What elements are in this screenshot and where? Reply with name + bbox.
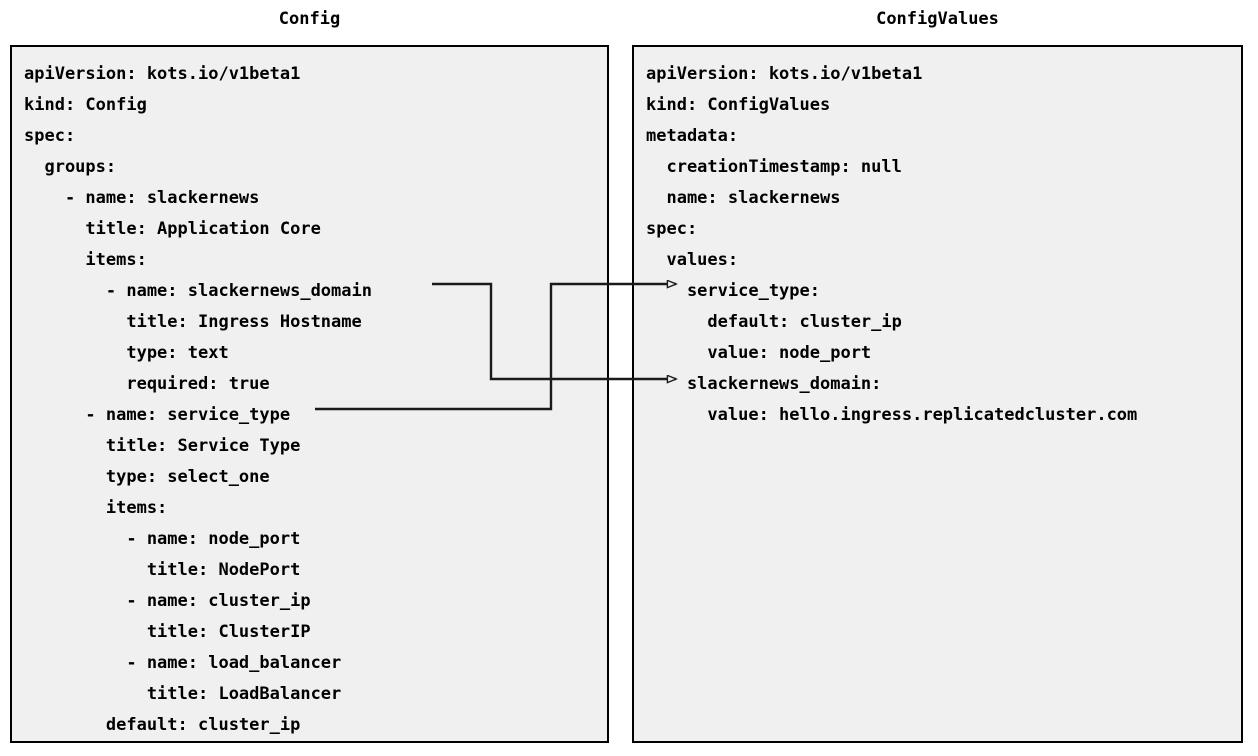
left-yaml-line-16: title: NodePort bbox=[24, 560, 301, 580]
left-yaml-line-5: title: Application Core bbox=[24, 219, 321, 239]
right-yaml-line-5: spec: bbox=[646, 219, 698, 239]
right-yaml-line-8: default: cluster_ip bbox=[646, 312, 902, 332]
right-panel-configvalues: apiVersion: kots.io/v1beta1 kind: ConfigV… bbox=[632, 45, 1243, 743]
right-yaml-line-10: slackernews_domain: bbox=[646, 374, 882, 394]
left-yaml-line-14: items: bbox=[24, 498, 168, 518]
right-yaml-line-6: values: bbox=[646, 250, 739, 270]
right-yaml-line-7: service_type: bbox=[646, 281, 820, 301]
right-yaml-line-11: value: hello.ingress.replicatedcluster.c… bbox=[646, 405, 1138, 425]
left-yaml-line-17: - name: cluster_ip bbox=[24, 591, 311, 611]
right-yaml-line-2: metadata: bbox=[646, 126, 739, 146]
left-yaml-line-20: title: LoadBalancer bbox=[24, 684, 342, 704]
left-yaml-line-18: title: ClusterIP bbox=[24, 622, 311, 642]
left-panel-yaml-code: apiVersion: kots.io/v1beta1 kind: Config s… bbox=[12, 47, 372, 741]
right-yaml-line-3: creationTimestamp: null bbox=[646, 157, 902, 177]
left-yaml-line-15: - name: node_port bbox=[24, 529, 301, 549]
left-panel-title: Config bbox=[278, 9, 341, 29]
right-yaml-line-9: value: node_port bbox=[646, 343, 872, 363]
left-yaml-line-13: type: select_one bbox=[24, 467, 270, 487]
left-yaml-line-7: - name: slackernews_domain bbox=[24, 281, 372, 301]
left-yaml-line-19: - name: load_balancer bbox=[24, 653, 342, 673]
left-yaml-line-4: - name: slackernews bbox=[24, 188, 260, 208]
left-yaml-line-3: groups: bbox=[24, 157, 117, 177]
left-yaml-line-1: kind: Config bbox=[24, 95, 147, 115]
left-yaml-line-2: spec: bbox=[24, 126, 76, 146]
left-yaml-line-9: type: text bbox=[24, 343, 229, 363]
right-yaml-line-4: name: slackernews bbox=[646, 188, 841, 208]
left-yaml-line-8: title: Ingress Hostname bbox=[24, 312, 362, 332]
left-yaml-line-11: - name: service_type bbox=[24, 405, 291, 425]
right-panel-title: ConfigValues bbox=[876, 9, 999, 29]
left-yaml-line-12: title: Service Type bbox=[24, 436, 301, 456]
left-yaml-line-21: default: cluster_ip bbox=[24, 715, 301, 735]
left-panel-config: apiVersion: kots.io/v1beta1 kind: Config s… bbox=[10, 45, 609, 743]
left-yaml-line-6: items: bbox=[24, 250, 147, 270]
right-yaml-line-1: kind: ConfigValues bbox=[646, 95, 831, 115]
left-yaml-line-10: required: true bbox=[24, 374, 270, 394]
right-panel-yaml-code: apiVersion: kots.io/v1beta1 kind: ConfigV… bbox=[634, 47, 1137, 431]
right-yaml-line-0: apiVersion: kots.io/v1beta1 bbox=[646, 64, 923, 84]
left-yaml-line-0: apiVersion: kots.io/v1beta1 bbox=[24, 64, 301, 84]
